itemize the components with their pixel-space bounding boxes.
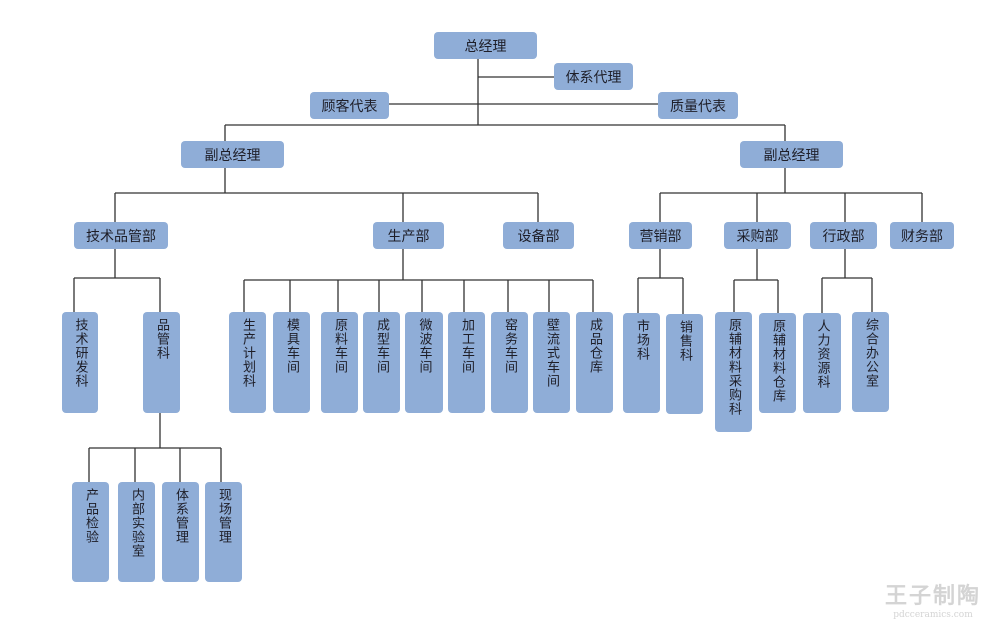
label: 微波车间	[416, 318, 432, 374]
box-system-agent: 体系代理	[554, 63, 633, 90]
box-marketing-dept: 营销部	[629, 222, 692, 249]
box-quality-rep: 质量代表	[658, 92, 738, 119]
box-purchasing-dept: 采购部	[724, 222, 791, 249]
label: 生产部	[387, 228, 430, 245]
box-customer-rep: 顾客代表	[310, 92, 389, 119]
box-system-management: 体系管理	[162, 482, 199, 582]
label: 加工车间	[459, 318, 474, 374]
box-vgm-right: 副总经理	[740, 141, 843, 168]
label: 模具车间	[284, 318, 299, 374]
box-wallflow-workshop: 壁流式车间	[533, 312, 570, 413]
label: 产品检验	[83, 488, 98, 544]
label: 行政部	[822, 228, 865, 245]
box-production-planning: 生产计划科	[229, 312, 266, 413]
label: 原辅材料仓库	[770, 319, 785, 403]
label: 采购部	[736, 228, 779, 245]
watermark-logo: 王子制陶	[885, 583, 982, 609]
box-finished-warehouse: 成品仓库	[576, 312, 613, 413]
box-production-dept: 生产部	[373, 222, 444, 249]
box-general-manager: 总经理	[434, 32, 537, 59]
label: 技术研发科	[72, 318, 88, 388]
label: 销售科	[677, 320, 692, 362]
box-admin-dept: 行政部	[810, 222, 877, 249]
box-finance-dept: 财务部	[890, 222, 954, 249]
box-forming-workshop: 成型车间	[363, 312, 400, 413]
label: 质量代表	[670, 98, 726, 115]
label: 综合办公室	[863, 318, 878, 388]
label: 体系管理	[173, 488, 188, 544]
label: 市场科	[634, 319, 649, 361]
watermark-url: pdcceramics.com	[893, 610, 973, 620]
label: 财务部	[901, 228, 943, 245]
label: 技术品管部	[86, 228, 156, 245]
label: 内部实验室	[129, 488, 144, 558]
label: 副总经理	[204, 147, 261, 164]
label: 总经理	[464, 38, 507, 55]
label: 原料车间	[332, 318, 347, 374]
label: 营销部	[639, 228, 682, 245]
box-vgm-left: 副总经理	[181, 141, 284, 168]
box-product-inspection: 产品检验	[72, 482, 109, 582]
label: 生产计划科	[240, 318, 255, 388]
box-processing-workshop: 加工车间	[448, 312, 485, 413]
box-qc-section: 品管科	[143, 312, 180, 413]
label: 体系代理	[565, 69, 622, 86]
label: 副总经理	[763, 147, 820, 164]
box-equipment-dept: 设备部	[503, 222, 574, 249]
label: 人力资源科	[814, 319, 830, 389]
box-market-section: 市场科	[623, 313, 660, 413]
box-rnd: 技术研发科	[62, 312, 98, 413]
label: 品管科	[154, 318, 169, 360]
box-raw-material-workshop: 原料车间	[321, 312, 358, 413]
box-internal-lab: 内部实验室	[118, 482, 155, 582]
box-hr-section: 人力资源科	[803, 313, 841, 413]
box-site-management: 现场管理	[205, 482, 242, 582]
label: 成型车间	[374, 318, 389, 374]
watermark: 王子制陶 pdcceramics.com	[885, 578, 981, 620]
label: 成品仓库	[587, 318, 602, 374]
label: 顾客代表	[321, 98, 378, 115]
box-microwave-workshop: 微波车间	[405, 312, 443, 413]
box-tech-qc-dept: 技术品管部	[74, 222, 168, 249]
box-material-purchase: 原辅材料采购科	[715, 312, 752, 432]
label: 现场管理	[216, 488, 231, 544]
box-material-warehouse: 原辅材料仓库	[759, 313, 796, 413]
label: 原辅材料采购科	[726, 318, 741, 416]
box-general-office: 综合办公室	[852, 312, 889, 412]
label: 窑务车间	[502, 318, 517, 374]
box-mold-workshop: 模具车间	[273, 312, 310, 413]
label: 壁流式车间	[544, 318, 559, 388]
box-kiln-workshop: 窑务车间	[491, 312, 528, 413]
label: 设备部	[517, 228, 560, 245]
box-sales-section: 销售科	[666, 314, 703, 414]
